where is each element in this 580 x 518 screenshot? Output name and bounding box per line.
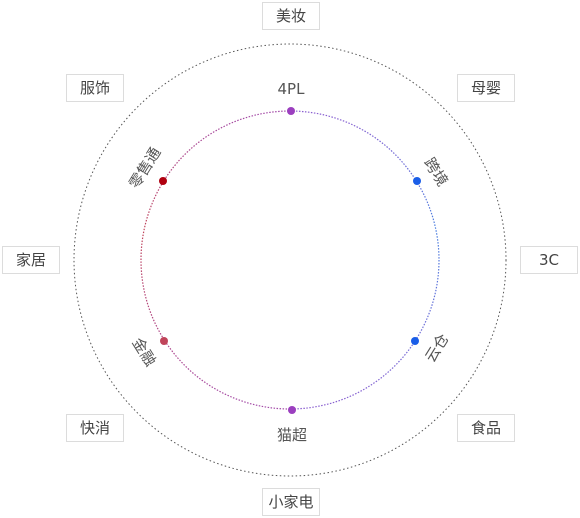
inner-ring-left-arc xyxy=(140,110,291,410)
category-box-top: 美妆 xyxy=(262,2,320,30)
category-box-right: 3C xyxy=(520,246,578,274)
node-dot-top xyxy=(287,107,295,115)
category-box-top-right: 母婴 xyxy=(457,74,515,102)
node-dot-upper-right xyxy=(413,177,421,185)
category-box-left: 家居 xyxy=(2,246,60,274)
node-label-lower-left: 金融 xyxy=(128,335,159,370)
category-box-bottom: 小家电 xyxy=(262,488,320,516)
category-box-bottom-left: 快消 xyxy=(66,414,124,442)
node-label-top: 4PL xyxy=(278,80,306,98)
node-dot-lower-left xyxy=(160,337,168,345)
inner-ring-right-arc xyxy=(289,110,440,410)
category-box-top-left: 服饰 xyxy=(66,74,124,102)
node-dot-upper-left xyxy=(159,177,167,185)
category-box-bottom-right: 食品 xyxy=(457,414,515,442)
outer-ring xyxy=(73,43,507,477)
node-label-bottom: 猫超 xyxy=(277,426,307,444)
node-label-lower-right: 云仓 xyxy=(421,331,452,366)
node-label-upper-left: 零售通 xyxy=(125,144,164,192)
node-dot-bottom xyxy=(288,406,296,414)
node-label-upper-right: 跨境 xyxy=(420,155,451,190)
node-dot-lower-right xyxy=(411,337,419,345)
